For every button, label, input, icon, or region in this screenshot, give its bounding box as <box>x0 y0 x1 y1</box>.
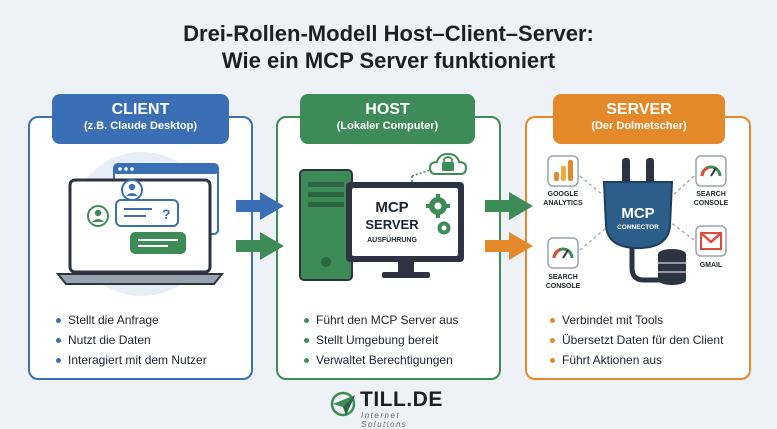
search-console-label-left-1: SEARCH <box>548 274 578 281</box>
google-analytics-label-2: ANALYTICS <box>543 200 583 207</box>
server-bullet-2: Übersetzt Daten für den Client <box>550 330 723 350</box>
google-analytics-label-1: GOOGLE <box>548 191 579 198</box>
arrow-right-icon <box>260 192 284 220</box>
server-bullet-list: Verbindet mit Tools Übersetzt Daten für … <box>550 310 723 370</box>
search-console-label-top-2: CONSOLE <box>694 200 729 207</box>
host-bullet-3: Verwaltet Berechtigungen <box>304 350 459 370</box>
host-subtitle: (Lokaler Computer) <box>336 120 439 132</box>
arrow-right-icon-3 <box>509 192 533 220</box>
host-bullet-list: Führt den MCP Server aus Stellt Umgebung… <box>304 310 459 370</box>
arrow-right-icon-4 <box>509 232 533 260</box>
plug-prong-left <box>622 158 630 184</box>
connector-illustration: MCP CONNECTOR <box>602 158 686 285</box>
connector-label-connector: CONNECTOR <box>617 224 659 231</box>
page-title: Drei-Rollen-Modell Host–Client–Server: W… <box>0 20 777 74</box>
search-console-label-left-2: CONSOLE <box>546 283 581 290</box>
gmail-label: GMAIL <box>700 262 723 269</box>
screen-text-ausfuehrung: AUSFÜHRUNG <box>367 235 417 244</box>
gear-icon-small <box>437 221 451 235</box>
arrow-client-to-host <box>236 192 284 220</box>
database-icon <box>658 249 686 285</box>
client-subtitle: (z.B. Claude Desktop) <box>83 120 198 132</box>
screen-text-mcp: MCP <box>375 199 408 216</box>
host-bullet-1: Führt den MCP Server aus <box>304 310 459 330</box>
plug-prong-right <box>646 158 654 184</box>
client-bullet-3: Interagiert mit dem Nutzer <box>56 350 207 370</box>
arrow-host-to-server-orange <box>485 232 533 260</box>
host-title: HOST <box>365 101 410 118</box>
client-header: CLIENT (z.B. Claude Desktop) <box>52 94 229 144</box>
client-bullet-1: Stellt die Anfrage <box>56 310 207 330</box>
client-title: CLIENT <box>111 101 170 118</box>
arrow-right-icon-2 <box>260 232 284 260</box>
gmail-tool: GMAIL <box>695 225 727 269</box>
arrow-host-to-server <box>485 192 533 220</box>
monitor-stand <box>382 272 430 278</box>
tool-connections <box>579 175 695 251</box>
server-bullet-3: Führt Aktionen aus <box>550 350 723 370</box>
plug-body <box>602 181 674 250</box>
title-line-1: Drei-Rollen-Modell Host–Client–Server: <box>183 21 594 46</box>
host-bullet-2: Stellt Umgebung bereit <box>304 330 459 350</box>
browser-titlebar <box>114 164 218 174</box>
cloud-lock-icon <box>411 152 468 182</box>
arrow-host-to-client <box>236 232 284 260</box>
search-console-tool-left: SEARCH CONSOLE <box>546 237 581 290</box>
question-mark-icon: ? <box>162 206 171 222</box>
till-logo: TILL.DE Internet Solutions <box>330 388 450 429</box>
search-console-tool-top: SEARCH CONSOLE <box>694 155 729 207</box>
reply-bubble <box>130 232 186 254</box>
server-bullet-1: Verbindet mit Tools <box>550 310 723 330</box>
laptop-base <box>55 273 225 285</box>
logo-tagline: Internet Solutions <box>361 411 408 429</box>
google-analytics-tool: GOOGLE ANALYTICS <box>543 155 583 207</box>
search-console-icon <box>695 155 727 187</box>
host-header: HOST (Lokaler Computer) <box>300 94 475 144</box>
server-header: SERVER (Der Dolmetscher) <box>553 94 725 144</box>
client-bullet-list: Stellt die Anfrage Nutzt die Daten Inter… <box>56 310 207 370</box>
client-bullet-2: Nutzt die Daten <box>56 330 207 350</box>
server-subtitle: (Der Dolmetscher) <box>591 120 687 132</box>
logo-name: TILL.DE <box>360 388 443 411</box>
server-title: SERVER <box>606 101 672 118</box>
search-console-icon-2 <box>547 237 579 269</box>
gear-icon <box>426 194 450 218</box>
title-line-2: Wie ein MCP Server funktioniert <box>221 48 556 73</box>
laptop-illustration: ? <box>55 152 225 296</box>
question-bubble <box>115 199 179 227</box>
computer-illustration: MCP SERVER AUSFÜHRUNG <box>299 152 468 281</box>
plug-cable <box>629 248 660 283</box>
paper-plane-logo-icon <box>330 391 356 417</box>
search-console-label-top-1: SEARCH <box>696 191 726 198</box>
screen-text-server: SERVER <box>365 217 419 232</box>
connector-label-mcp: MCP <box>621 205 654 222</box>
